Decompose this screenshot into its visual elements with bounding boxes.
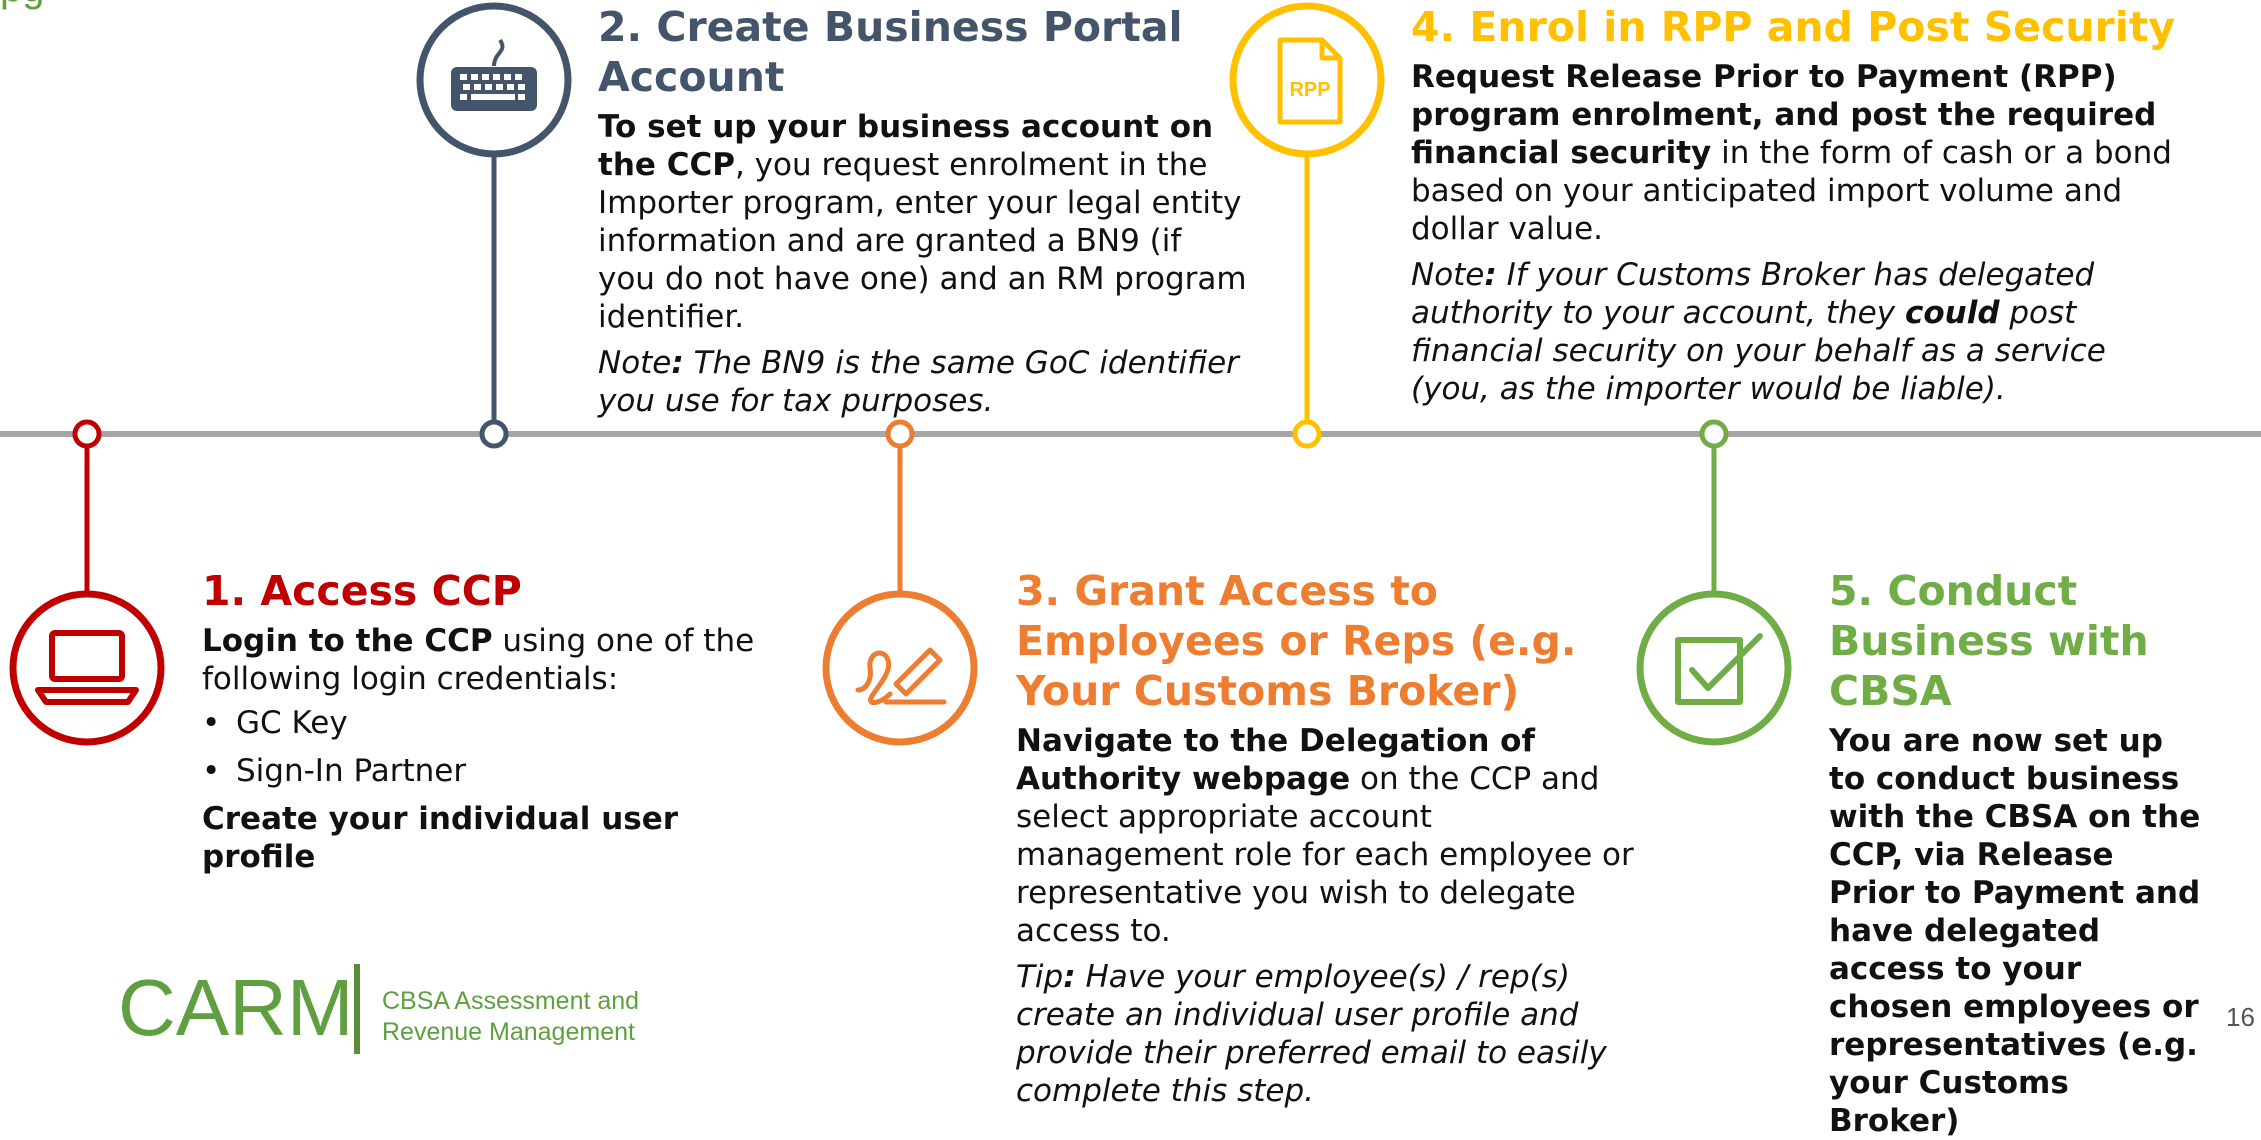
step4-note-text2: post financial security on your behalf a… (1411, 295, 2106, 407)
step1-body-rest: using one of the following login credent… (202, 623, 755, 697)
step3-body-rest: on the CCP and select appropriate accoun… (1016, 761, 1634, 949)
bullet-icon: • (202, 705, 221, 741)
step2-note: Note: The BN9 is the same GoC identifier… (598, 344, 1248, 420)
document-icon: RPP (1277, 37, 1343, 125)
step4-text: 4. Enrol in RPP and Post Security Reques… (1411, 2, 2181, 408)
step3-body: Navigate to the Delegation of Authority … (1016, 722, 1646, 950)
step2-body-rest: , you request enrolment in the Importer … (598, 147, 1247, 335)
step4-marker: RPP (1229, 2, 1385, 449)
step2-note-colon: : (671, 345, 684, 381)
list-item: • GC Key (202, 704, 762, 742)
carm-logo-text: CARM (118, 963, 354, 1052)
step5-body: You are now set up to conduct business w… (1829, 723, 2201, 1139)
checkbox-icon (1675, 633, 1763, 705)
step1-marker (9, 419, 165, 746)
step1-body: Login to the CCP using one of the follow… (202, 622, 762, 698)
step1-text: 1. Access CCP Login to the CCP using one… (202, 566, 762, 876)
carm-subtitle-line2: Revenue Management (382, 1018, 635, 1046)
step4-note-text1: If your Customs Broker has delegated aut… (1411, 257, 2095, 331)
step5-title: 5. Conduct Business with CBSA (1829, 567, 2149, 715)
step4-body: Request Release Prior to Payment (RPP) p… (1411, 58, 2181, 248)
step4-note-bold: could (1904, 295, 2000, 331)
step4-body-bold: Request Release Prior to Payment (RPP) p… (1411, 59, 2157, 171)
step3-body-bold: Navigate to the Delegation of Authority … (1016, 723, 1535, 797)
logo-divider (354, 964, 360, 1054)
step2-marker (416, 2, 572, 449)
step1-body-bold: Login to the CCP (202, 623, 493, 659)
list-item: • Sign-In Partner (202, 752, 762, 790)
step1-icon-circle (9, 590, 165, 746)
signature-icon (855, 647, 947, 705)
bullet-icon: • (202, 753, 221, 789)
step2-text: 2. Create Business Portal Account To set… (598, 2, 1248, 420)
step2-note-label: Note (598, 345, 672, 381)
step1-bullet-2: Sign-In Partner (236, 753, 467, 789)
timeline-graphics: RPP (0, 2, 2261, 746)
step5-text: 5. Conduct Business with CBSA You are no… (1829, 566, 2209, 1140)
step3-icon-circle (822, 590, 978, 746)
step5-icon-circle (1636, 590, 1792, 746)
step4-note-label: Note (1411, 257, 1485, 293)
step3-marker (822, 419, 978, 746)
laptop-icon (35, 630, 139, 705)
step1-title: 1. Access CCP (202, 567, 522, 615)
carm-subtitle: CBSA Assessment and Revenue Management (382, 986, 639, 1048)
step4-note-colon: : (1484, 257, 1497, 293)
rpp-icon-label: RPP (1289, 79, 1330, 101)
step1-closing: Create your individual user profile (202, 801, 679, 875)
step2-note-text: The BN9 is the same GoC identifier you u… (598, 345, 1239, 419)
step4-body-rest: in the form of cash or a bond based on y… (1411, 135, 2172, 247)
step3-text: 3. Grant Access to Employees or Reps (e.… (1016, 566, 1646, 1110)
step4-title: 4. Enrol in RPP and Post Security (1411, 3, 2176, 51)
page-number: 16 (2226, 1002, 2255, 1032)
step5-marker (1636, 419, 1792, 746)
step2-title: 2. Create Business Portal Account (598, 3, 1183, 101)
step2-body-bold: To set up your business account on the C… (598, 109, 1214, 183)
step3-note-text: Have your employee(s) / rep(s) create an… (1016, 959, 1607, 1109)
keyboard-icon (451, 38, 537, 111)
top-fragment-text: pg (0, 0, 45, 11)
step1-credential-list: • GC Key • Sign-In Partner (202, 704, 762, 790)
step3-note: Tip: Have your employee(s) / rep(s) crea… (1016, 958, 1646, 1110)
step3-title: 3. Grant Access to Employees or Reps (e.… (1016, 567, 1577, 715)
step1-bullet-1: GC Key (236, 705, 348, 741)
step3-note-colon: : (1063, 959, 1076, 995)
step2-body: To set up your business account on the C… (598, 108, 1248, 336)
step3-note-label: Tip (1016, 959, 1064, 995)
step4-note: Note: If your Customs Broker has delegat… (1411, 256, 2181, 408)
carm-subtitle-line1: CBSA Assessment and (382, 987, 640, 1015)
